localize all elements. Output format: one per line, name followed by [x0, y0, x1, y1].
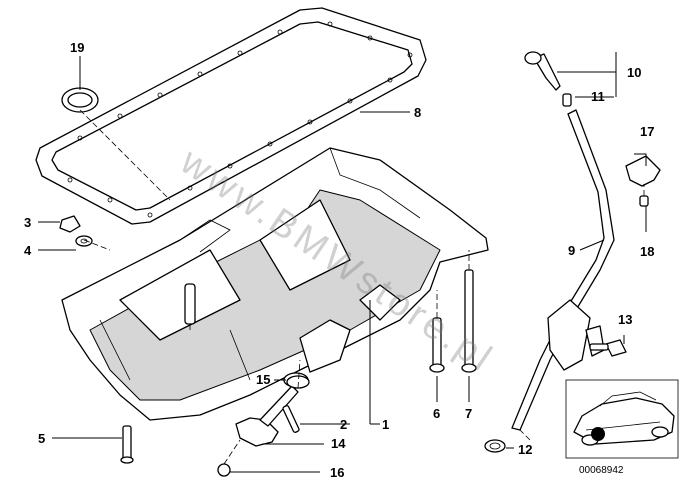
location-marker	[591, 427, 605, 441]
bolt-2	[282, 405, 300, 433]
document-number: 00068942	[579, 465, 624, 476]
leader-lines	[38, 52, 647, 473]
callout-16: 16	[330, 465, 344, 480]
callout-12: 12	[518, 442, 532, 457]
callout-5: 5	[38, 431, 45, 446]
bolt-16	[217, 463, 231, 477]
bolt-13	[589, 339, 627, 357]
gasket-12	[484, 439, 506, 453]
callout-13: 13	[618, 312, 632, 327]
callout-labels: 1 2 3 4 5 6 7 8 9 10 11 12 13 14 15 16 1…	[24, 40, 654, 480]
callout-11: 11	[591, 89, 605, 104]
seal-ring	[61, 87, 99, 113]
dipstick	[524, 51, 572, 107]
vehicle-inset	[565, 379, 679, 459]
callout-14: 14	[331, 436, 346, 451]
callout-6: 6	[433, 406, 440, 421]
callout-4: 4	[24, 243, 32, 258]
assembly-lines	[79, 109, 645, 465]
dipstick-tube	[511, 109, 615, 431]
bolt-7	[461, 269, 477, 373]
callout-9: 9	[568, 243, 575, 258]
bracket-17	[625, 155, 661, 207]
callout-8: 8	[414, 105, 421, 120]
oil-pan	[61, 147, 489, 421]
oil-pan-gasket	[35, 7, 427, 225]
callout-19: 19	[70, 40, 84, 55]
callout-15: 15	[256, 372, 270, 387]
callout-7: 7	[465, 406, 472, 421]
callout-2: 2	[340, 417, 347, 432]
callout-1: 1	[382, 417, 389, 432]
callout-10: 10	[627, 65, 641, 80]
drain-plug	[59, 215, 93, 247]
bolt-6	[429, 317, 445, 373]
callout-17: 17	[640, 124, 654, 139]
callout-3: 3	[24, 215, 31, 230]
callout-18: 18	[640, 244, 654, 259]
bolt-5	[120, 425, 134, 464]
